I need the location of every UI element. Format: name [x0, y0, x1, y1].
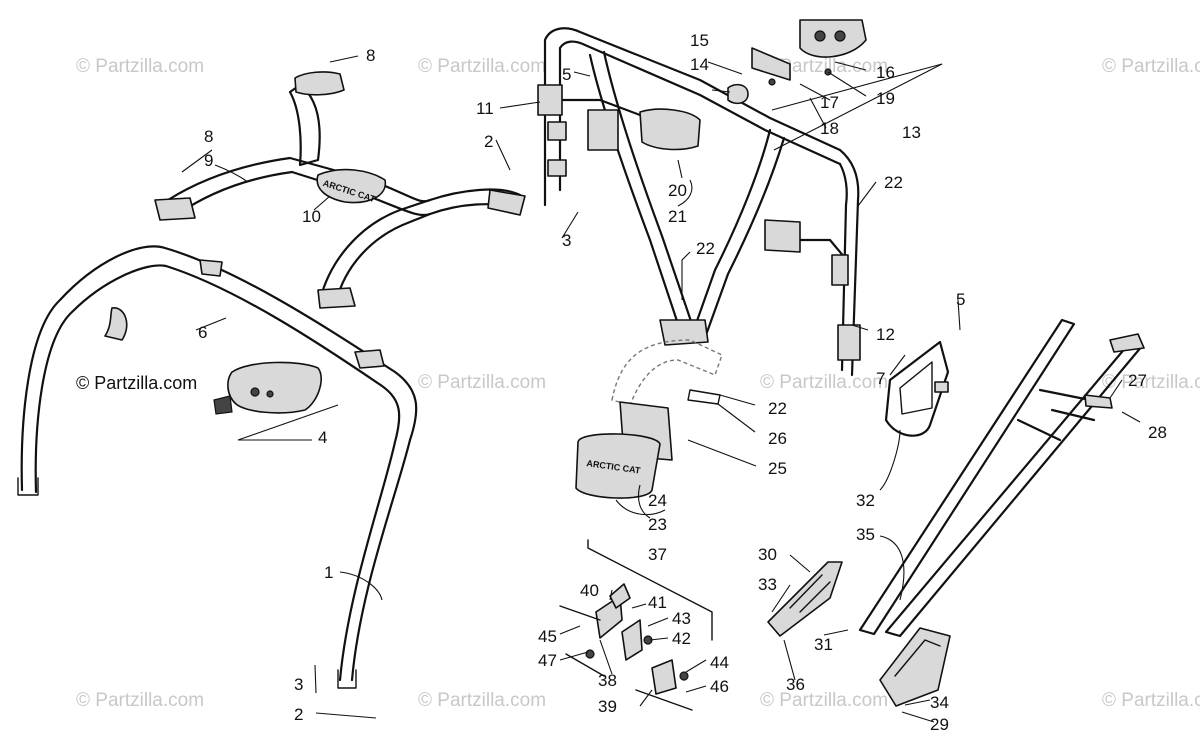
callout-47: 47	[538, 651, 557, 670]
callout-18: 18	[820, 119, 839, 138]
callout-13: 13	[902, 123, 921, 142]
step-plates	[767, 561, 951, 707]
callout-17: 17	[820, 93, 839, 112]
callout-34: 34	[930, 693, 949, 712]
callout-1: 1	[324, 563, 333, 582]
watermarks: © Partzilla.com © Partzilla.com © Partzi…	[76, 56, 1200, 711]
mirror-bolt	[266, 390, 274, 398]
callout-45: 45	[538, 627, 557, 646]
callout-22: 22	[696, 239, 715, 258]
callout-12: 12	[876, 325, 895, 344]
watermark-text: © Partzilla.com	[418, 690, 546, 711]
watermark-text: © Partzilla.com	[1102, 372, 1200, 393]
upper-rear-frame: ARCTIC CAT	[154, 71, 526, 309]
light-lens	[834, 30, 846, 42]
callout-28: 28	[1148, 423, 1167, 442]
callout-11: 11	[476, 99, 494, 118]
callout-19: 19	[876, 89, 895, 108]
callout-6: 6	[198, 323, 207, 342]
watermark-text: © Partzilla.com	[1102, 56, 1200, 77]
callout-32: 32	[856, 491, 875, 510]
callout-46: 46	[710, 677, 729, 696]
callout-26: 26	[768, 429, 787, 448]
callout-43: 43	[672, 609, 691, 628]
watermark-text: © Partzilla.com	[76, 56, 204, 77]
latch-assembly	[559, 539, 713, 711]
watermark-text: © Partzilla.com	[760, 56, 888, 77]
brand-watermark: © Partzilla.com	[76, 373, 197, 393]
callout-3: 3	[562, 231, 571, 250]
callout-21: 21	[668, 207, 687, 226]
watermark-text: © Partzilla.com	[418, 372, 546, 393]
latch-nut	[679, 671, 689, 681]
callout-23: 23	[648, 515, 667, 534]
watermark-text: © Partzilla.com	[760, 690, 888, 711]
callout-22: 22	[768, 399, 787, 418]
latch-nut	[585, 649, 595, 659]
center-roll-cage	[537, 27, 861, 406]
front-roll-bar	[17, 245, 418, 689]
callout-33: 33	[758, 575, 777, 594]
rear-view-mirror	[213, 361, 322, 415]
side-bracket	[884, 340, 950, 437]
callout-35: 35	[856, 525, 875, 544]
light-fastener	[768, 78, 776, 86]
rear-support-frame	[858, 318, 1145, 638]
callout-15: 15	[690, 31, 709, 50]
callout-42: 42	[672, 629, 691, 648]
callout-39: 39	[598, 697, 617, 716]
callout-24: 24	[648, 491, 667, 510]
callout-41: 41	[648, 593, 667, 612]
callout-37: 37	[648, 545, 667, 564]
light-assembly	[727, 19, 943, 151]
watermark-text: © Partzilla.com	[1102, 690, 1200, 711]
rear-plate-assembly: ARCTIC CAT	[575, 389, 721, 499]
callouts: 1 2 2 3 3 4 5 5 6 7 8 8 9 10 11 12 13 14…	[198, 31, 1167, 734]
callout-4: 4	[318, 428, 327, 447]
light-lens	[814, 30, 826, 42]
callout-20: 20	[668, 181, 687, 200]
watermark-text: © Partzilla.com	[418, 56, 546, 77]
callout-36: 36	[786, 675, 805, 694]
callout-22: 22	[884, 173, 903, 192]
callout-16: 16	[876, 63, 895, 82]
callout-44: 44	[710, 653, 729, 672]
callout-40: 40	[580, 581, 599, 600]
callout-7: 7	[876, 369, 885, 388]
callout-27: 27	[1128, 371, 1147, 390]
callout-8: 8	[204, 127, 213, 146]
callout-31: 31	[814, 635, 833, 654]
watermark-text: © Partzilla.com	[76, 690, 204, 711]
watermark-text: © Partzilla.com	[760, 372, 888, 393]
callout-38: 38	[598, 671, 617, 690]
callout-9: 9	[204, 151, 213, 170]
callout-30: 30	[758, 545, 777, 564]
callout-10: 10	[302, 207, 321, 226]
callout-29: 29	[930, 715, 949, 734]
mirror-bolt	[250, 387, 260, 397]
callout-2: 2	[484, 132, 493, 151]
callout-3: 3	[294, 675, 303, 694]
callout-5: 5	[956, 290, 965, 309]
callout-8: 8	[366, 46, 375, 65]
callout-5: 5	[562, 65, 571, 84]
callout-14: 14	[690, 55, 709, 74]
callout-25: 25	[768, 459, 787, 478]
leader-lines	[181, 55, 1141, 723]
callout-2: 2	[294, 705, 303, 724]
